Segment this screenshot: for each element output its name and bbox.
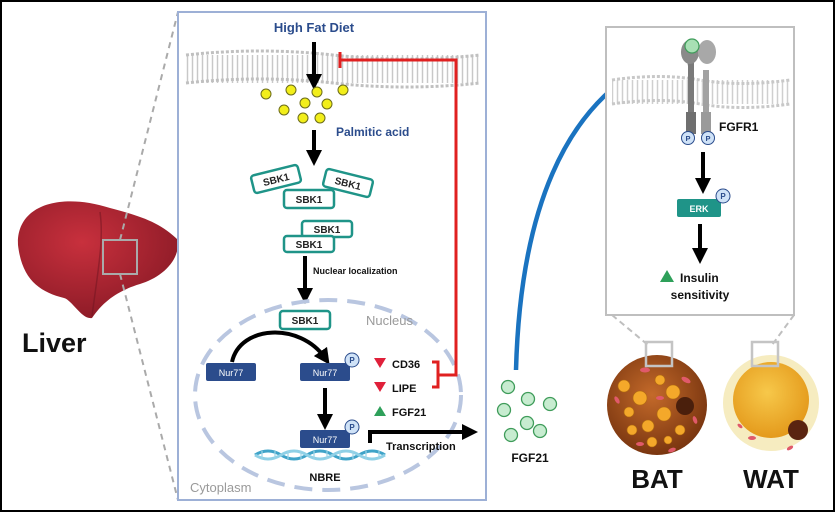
svg-text:SBK1: SBK1	[296, 240, 323, 251]
nur77-unphosphorylated: Nur77	[206, 363, 256, 381]
nbre-label: NBRE	[309, 472, 340, 484]
high-fat-diet-label: High Fat Diet	[274, 20, 355, 35]
palmitic-acid-label: Palmitic acid	[336, 125, 409, 139]
svg-text:Nur77: Nur77	[313, 368, 338, 378]
cell-membrane	[185, 49, 481, 89]
sbk1-nuclear: SBK1	[278, 309, 332, 331]
svg-text:SBK1: SBK1	[292, 316, 319, 327]
panel-zoom-line-bat	[611, 314, 649, 346]
sbk1-cluster: SBK1 SBK1 SBK1	[249, 163, 375, 210]
receptor-panel	[605, 26, 795, 316]
gene-fgf21: FGF21	[374, 406, 426, 419]
bat-cell	[607, 340, 707, 455]
erk-kinase: ERK P	[677, 188, 731, 217]
svg-text:Nur77: Nur77	[219, 368, 244, 378]
cytoplasm-label: Cytoplasm	[190, 480, 251, 495]
down-triangle-icon	[374, 358, 386, 368]
svg-text:CD36: CD36	[392, 359, 420, 371]
svg-text:SBK1: SBK1	[296, 195, 323, 206]
svg-text:P: P	[349, 423, 355, 432]
hepatocyte-panel	[177, 11, 487, 501]
svg-text:P: P	[720, 192, 726, 201]
svg-text:LIPE: LIPE	[392, 383, 416, 395]
down-triangle-icon	[374, 382, 386, 392]
transcription-label: Transcription	[386, 441, 456, 453]
nuclear-localization-label: Nuclear localization	[313, 266, 398, 276]
panel-zoom-line-wat	[771, 314, 795, 346]
fgf21-secreted-molecules	[496, 379, 558, 443]
liver-illustration	[17, 201, 179, 319]
receptor-membrane	[611, 75, 791, 109]
svg-text:Nur77: Nur77	[313, 435, 338, 445]
bat-label: BAT	[631, 464, 683, 494]
insulin-sensitivity-outcome: Insulin sensitivity	[660, 270, 730, 302]
feedback-inhibition-line	[338, 52, 458, 389]
nucleus-envelope	[193, 298, 463, 492]
svg-text:SBK1: SBK1	[314, 225, 341, 236]
sbk1-dimer: SBK1 SBK1	[282, 219, 354, 254]
zoom-line-top	[119, 11, 179, 241]
wat-cell	[723, 340, 819, 451]
fgfr1-receptor: P P	[681, 38, 716, 145]
nucleus-label: Nucleus	[366, 313, 413, 328]
svg-text:P: P	[705, 134, 710, 143]
svg-text:sensitivity: sensitivity	[671, 288, 730, 302]
svg-text:FGF21: FGF21	[392, 407, 426, 419]
svg-text:P: P	[685, 134, 690, 143]
palmitic-acid-molecules	[260, 84, 349, 124]
gene-cd36: CD36	[374, 358, 420, 371]
dna-helix	[254, 449, 386, 461]
gene-lipe: LIPE	[374, 382, 416, 395]
fgfr1-label: FGFR1	[719, 120, 759, 134]
svg-text:ERK: ERK	[689, 204, 709, 214]
wat-label: WAT	[743, 464, 799, 494]
nur77-phosphorylated: Nur77 P	[300, 352, 360, 381]
up-triangle-icon	[660, 270, 674, 282]
fgf21-secreted-label: FGF21	[511, 451, 549, 465]
up-triangle-icon	[374, 406, 386, 416]
svg-text:P: P	[349, 356, 355, 365]
phosphorylation-arrow	[230, 330, 330, 365]
svg-text:Insulin: Insulin	[680, 271, 719, 285]
fgf21-bound-ligand	[684, 38, 700, 54]
liver-label: Liver	[22, 328, 87, 358]
nur77-dna-bound: Nur77 P	[300, 419, 360, 448]
transcription-arrow	[368, 424, 478, 443]
zoom-line-bottom	[119, 273, 179, 501]
